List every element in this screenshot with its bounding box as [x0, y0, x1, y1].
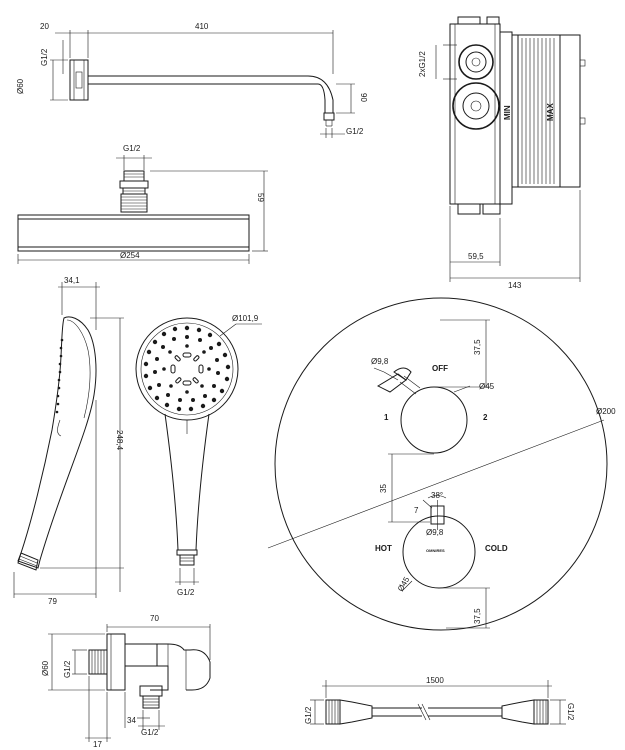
plate-offset-dim: 7 — [414, 506, 419, 515]
hose-thread-right-dim: G1/2 — [566, 703, 575, 721]
plate-pos2-label: 2 — [483, 413, 488, 422]
valve-ribbing — [521, 38, 555, 184]
hand-length-dim: 248,4 — [115, 430, 124, 451]
hose-thread-left-dim: G1/2 — [304, 706, 313, 724]
head-thread-dim: G1/2 — [123, 144, 141, 153]
outlet-length-dim: 70 — [150, 614, 159, 623]
plate-angle-dim: 38° — [431, 491, 443, 500]
plate-pos1-label: 1 — [384, 413, 389, 422]
hand-shower-front-drawing: Ø101,9 G1/2 — [135, 314, 262, 597]
outlet-thread-left-dim: G1/2 — [63, 660, 72, 678]
outlet-thread-bottom-dim: G1/2 — [141, 728, 159, 737]
outlet-depth-dim: 17 — [93, 740, 102, 749]
arm-flange-dim: 20 — [40, 22, 49, 31]
arm-thread-end-dim: G1/2 — [346, 127, 364, 136]
head-diameter-dim: Ø254 — [120, 251, 140, 260]
outlet-offset-dim: 34 — [127, 716, 136, 725]
arm-length-dim: 410 — [195, 22, 209, 31]
valve-thread-dim: 2xG1/2 — [418, 51, 427, 77]
spray-nozzles — [143, 325, 231, 412]
plate-bottom-dim: 37,5 — [473, 608, 482, 624]
cover-plate-drawing: 37,5 Ø9,8 OFF Ø45 1 2 Ø200 35 38° 7 Ø9,8… — [267, 297, 616, 631]
head-shower-drawing: G1/2 59 Ø254 — [17, 144, 268, 264]
hose-length-dim: 1500 — [426, 676, 444, 685]
wall-outlet-drawing: 70 Ø60 G1/2 34 G1/2 17 — [41, 614, 211, 749]
plate-knob-top-dim: Ø45 — [479, 382, 495, 391]
valve-min-label: MIN — [503, 105, 512, 120]
head-height-dim: 59 — [256, 193, 265, 202]
hand-thread-dim: G1/2 — [177, 588, 195, 597]
hose-drawing: 1500 G1/2 G1/2 — [304, 676, 575, 725]
hand-shower-side-drawing: 34,1 248,4 79 — [13, 276, 124, 606]
hand-width-dim: 79 — [48, 597, 57, 606]
valve-body-drawing: 2xG1/2 MIN MAX 59,5 143 — [418, 16, 586, 290]
arm-drop-dim: 90 — [359, 93, 368, 102]
plate-top-dim: 37,5 — [473, 339, 482, 355]
plate-brand-label: OMNIRES — [426, 548, 445, 553]
arm-thread-top-dim: G1/2 — [40, 48, 49, 66]
valve-max-label: MAX — [546, 103, 555, 121]
arm-diameter-dim: Ø60 — [16, 78, 25, 94]
plate-hot-label: HOT — [375, 544, 392, 553]
plate-diameter-dim: Ø200 — [596, 407, 616, 416]
plate-cold-label: COLD — [485, 544, 508, 553]
shower-arm-drawing: 20 410 G1/2 Ø60 90 G1/2 — [16, 22, 368, 138]
hand-thickness-dim: 34,1 — [64, 276, 80, 285]
valve-total-depth-dim: 143 — [508, 281, 522, 290]
plate-off-label: OFF — [432, 364, 448, 373]
plate-spacing-dim: 35 — [379, 484, 388, 493]
valve-inner-depth-dim: 59,5 — [468, 252, 484, 261]
hand-face-dim: Ø101,9 — [232, 314, 259, 323]
plate-handle-top-dim: Ø9,8 — [371, 357, 389, 366]
plate-handle-bottom-dim: Ø9,8 — [426, 528, 444, 537]
outlet-diameter-dim: Ø60 — [41, 660, 50, 676]
